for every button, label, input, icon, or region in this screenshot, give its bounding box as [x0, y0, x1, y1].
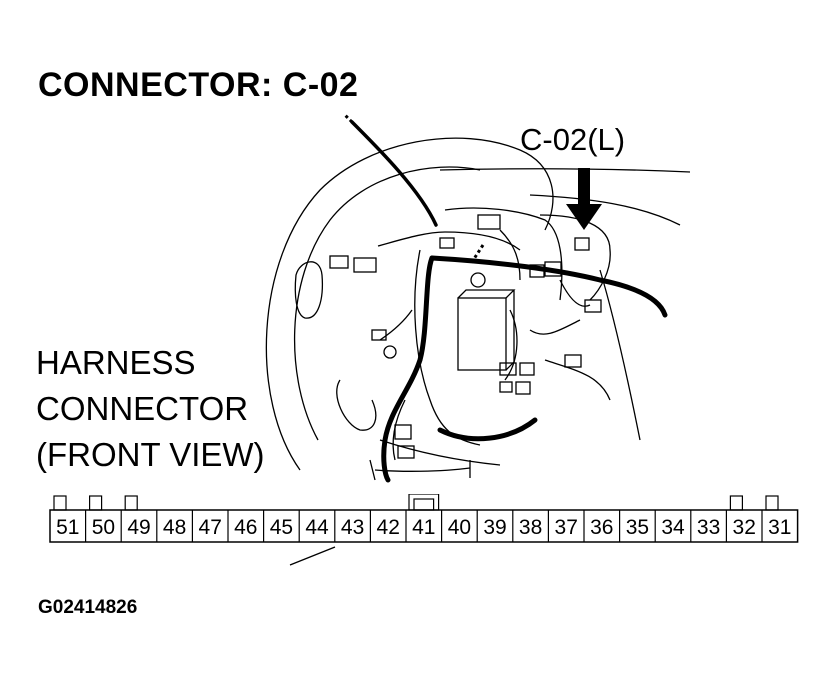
dashboard-outline: [439, 168, 691, 173]
pin-label-50: 50: [92, 516, 115, 539]
pin-label-31: 31: [768, 516, 791, 539]
key-tab: [408, 494, 440, 511]
harness-label-line-3: (FRONT VIEW): [36, 436, 265, 473]
pin-label-37: 37: [555, 516, 578, 539]
pin-tab: [765, 495, 779, 511]
pin-label-32: 32: [733, 516, 756, 539]
pin-label-41: 41: [412, 516, 435, 539]
harness-connector-front-view: 51 50 49 48 47 46 45 44 43 42 41 40 39 38 37 36 35 34 33 32…: [49, 494, 799, 543]
down-arrow-icon: [566, 168, 602, 230]
pin-label-42: 42: [377, 516, 400, 539]
pin-tab: [124, 495, 138, 511]
pin-label-47: 47: [199, 516, 222, 539]
pin-tab: [88, 495, 103, 511]
pin-label-44: 44: [305, 516, 329, 539]
pin-label-46: 46: [234, 516, 257, 539]
pin-label-48: 48: [163, 516, 186, 539]
harness-connector-label: HARNESS CONNECTOR (FRONT VIEW): [36, 340, 265, 478]
connector-callout-label: C-02(L): [520, 122, 626, 157]
pin-label-36: 36: [590, 516, 613, 539]
pin-label-35: 35: [626, 516, 649, 539]
pin-label-38: 38: [519, 516, 542, 539]
upper-harness-wire: [350, 120, 438, 227]
page-title: CONNECTOR: C-02: [38, 66, 359, 104]
pin-label-33: 33: [697, 516, 720, 539]
pin-tab: [53, 495, 67, 511]
steering-wheel-rim: [265, 137, 554, 471]
pin-label-34: 34: [661, 516, 685, 539]
pin-label-49: 49: [127, 516, 150, 539]
steering-wheel-inner: [293, 166, 481, 441]
figure-code: G02414826: [38, 597, 138, 618]
pin-label-40: 40: [448, 516, 471, 539]
harness-label-line-1: HARNESS: [36, 344, 196, 381]
pin-label-43: 43: [341, 516, 364, 539]
key-tab-inner: [413, 498, 435, 511]
pin-label-45: 45: [270, 516, 293, 539]
pin-label-39: 39: [483, 516, 506, 539]
pin-label-51: 51: [56, 516, 79, 539]
pin-tab: [729, 495, 744, 511]
harness-label-line-2: CONNECTOR: [36, 390, 249, 427]
main-harness-wire: [429, 255, 668, 318]
